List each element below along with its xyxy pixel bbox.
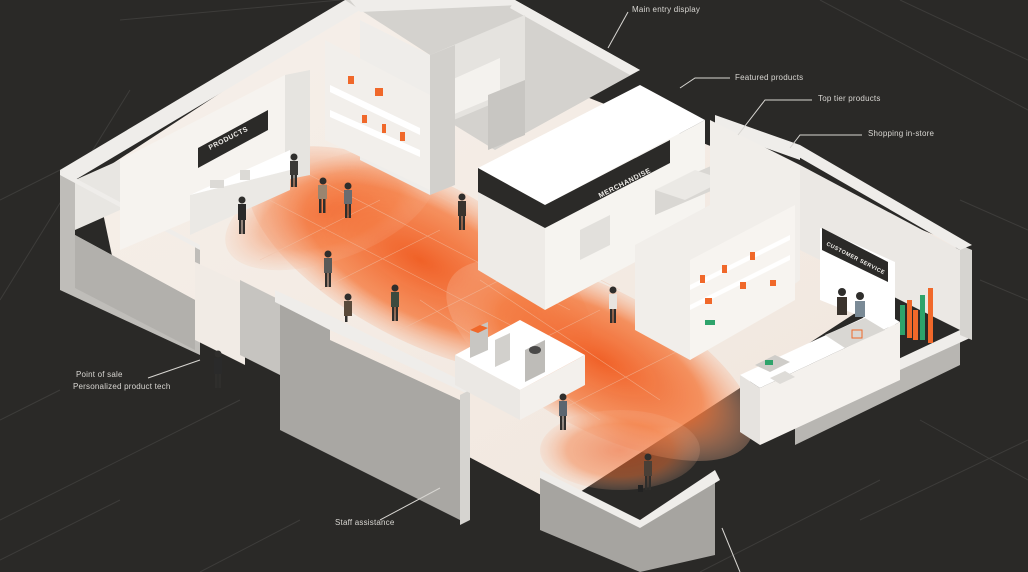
person <box>344 182 352 218</box>
bar-chart-signage <box>900 288 933 343</box>
person <box>318 177 327 213</box>
checkout-counter <box>740 310 900 445</box>
island-display <box>455 320 585 420</box>
person <box>837 288 847 315</box>
person <box>609 286 617 323</box>
person <box>344 293 352 322</box>
right-outer-wall <box>790 145 972 250</box>
left-shelves <box>330 76 420 157</box>
right-display-room <box>635 120 960 360</box>
person <box>238 196 246 234</box>
callout-lines <box>147 11 862 572</box>
callout-staff-assistance: Staff assistance <box>335 518 395 527</box>
back-left-wall <box>60 0 360 180</box>
person <box>290 153 298 187</box>
callout-featured-products: Featured products <box>735 73 804 82</box>
person <box>458 193 466 230</box>
person <box>324 250 332 287</box>
callout-main-entry: Main entry display <box>632 5 701 14</box>
customer-heat-path <box>225 146 754 490</box>
center-kiosk: MERCHANDISE <box>478 85 725 310</box>
callout-personalized-tech: Personalized product tech <box>73 382 171 391</box>
shoppers <box>214 153 865 492</box>
callout-top-tier: Top tier products <box>818 94 881 103</box>
person <box>214 350 222 388</box>
person <box>638 453 652 492</box>
callout-shopping: Shopping in-store <box>868 129 935 138</box>
person <box>391 284 399 321</box>
front-left-wall <box>280 300 460 520</box>
callout-point-of-sale: Point of sale <box>76 370 123 379</box>
side-doorway <box>195 262 245 365</box>
person <box>559 393 567 430</box>
person <box>855 292 865 317</box>
